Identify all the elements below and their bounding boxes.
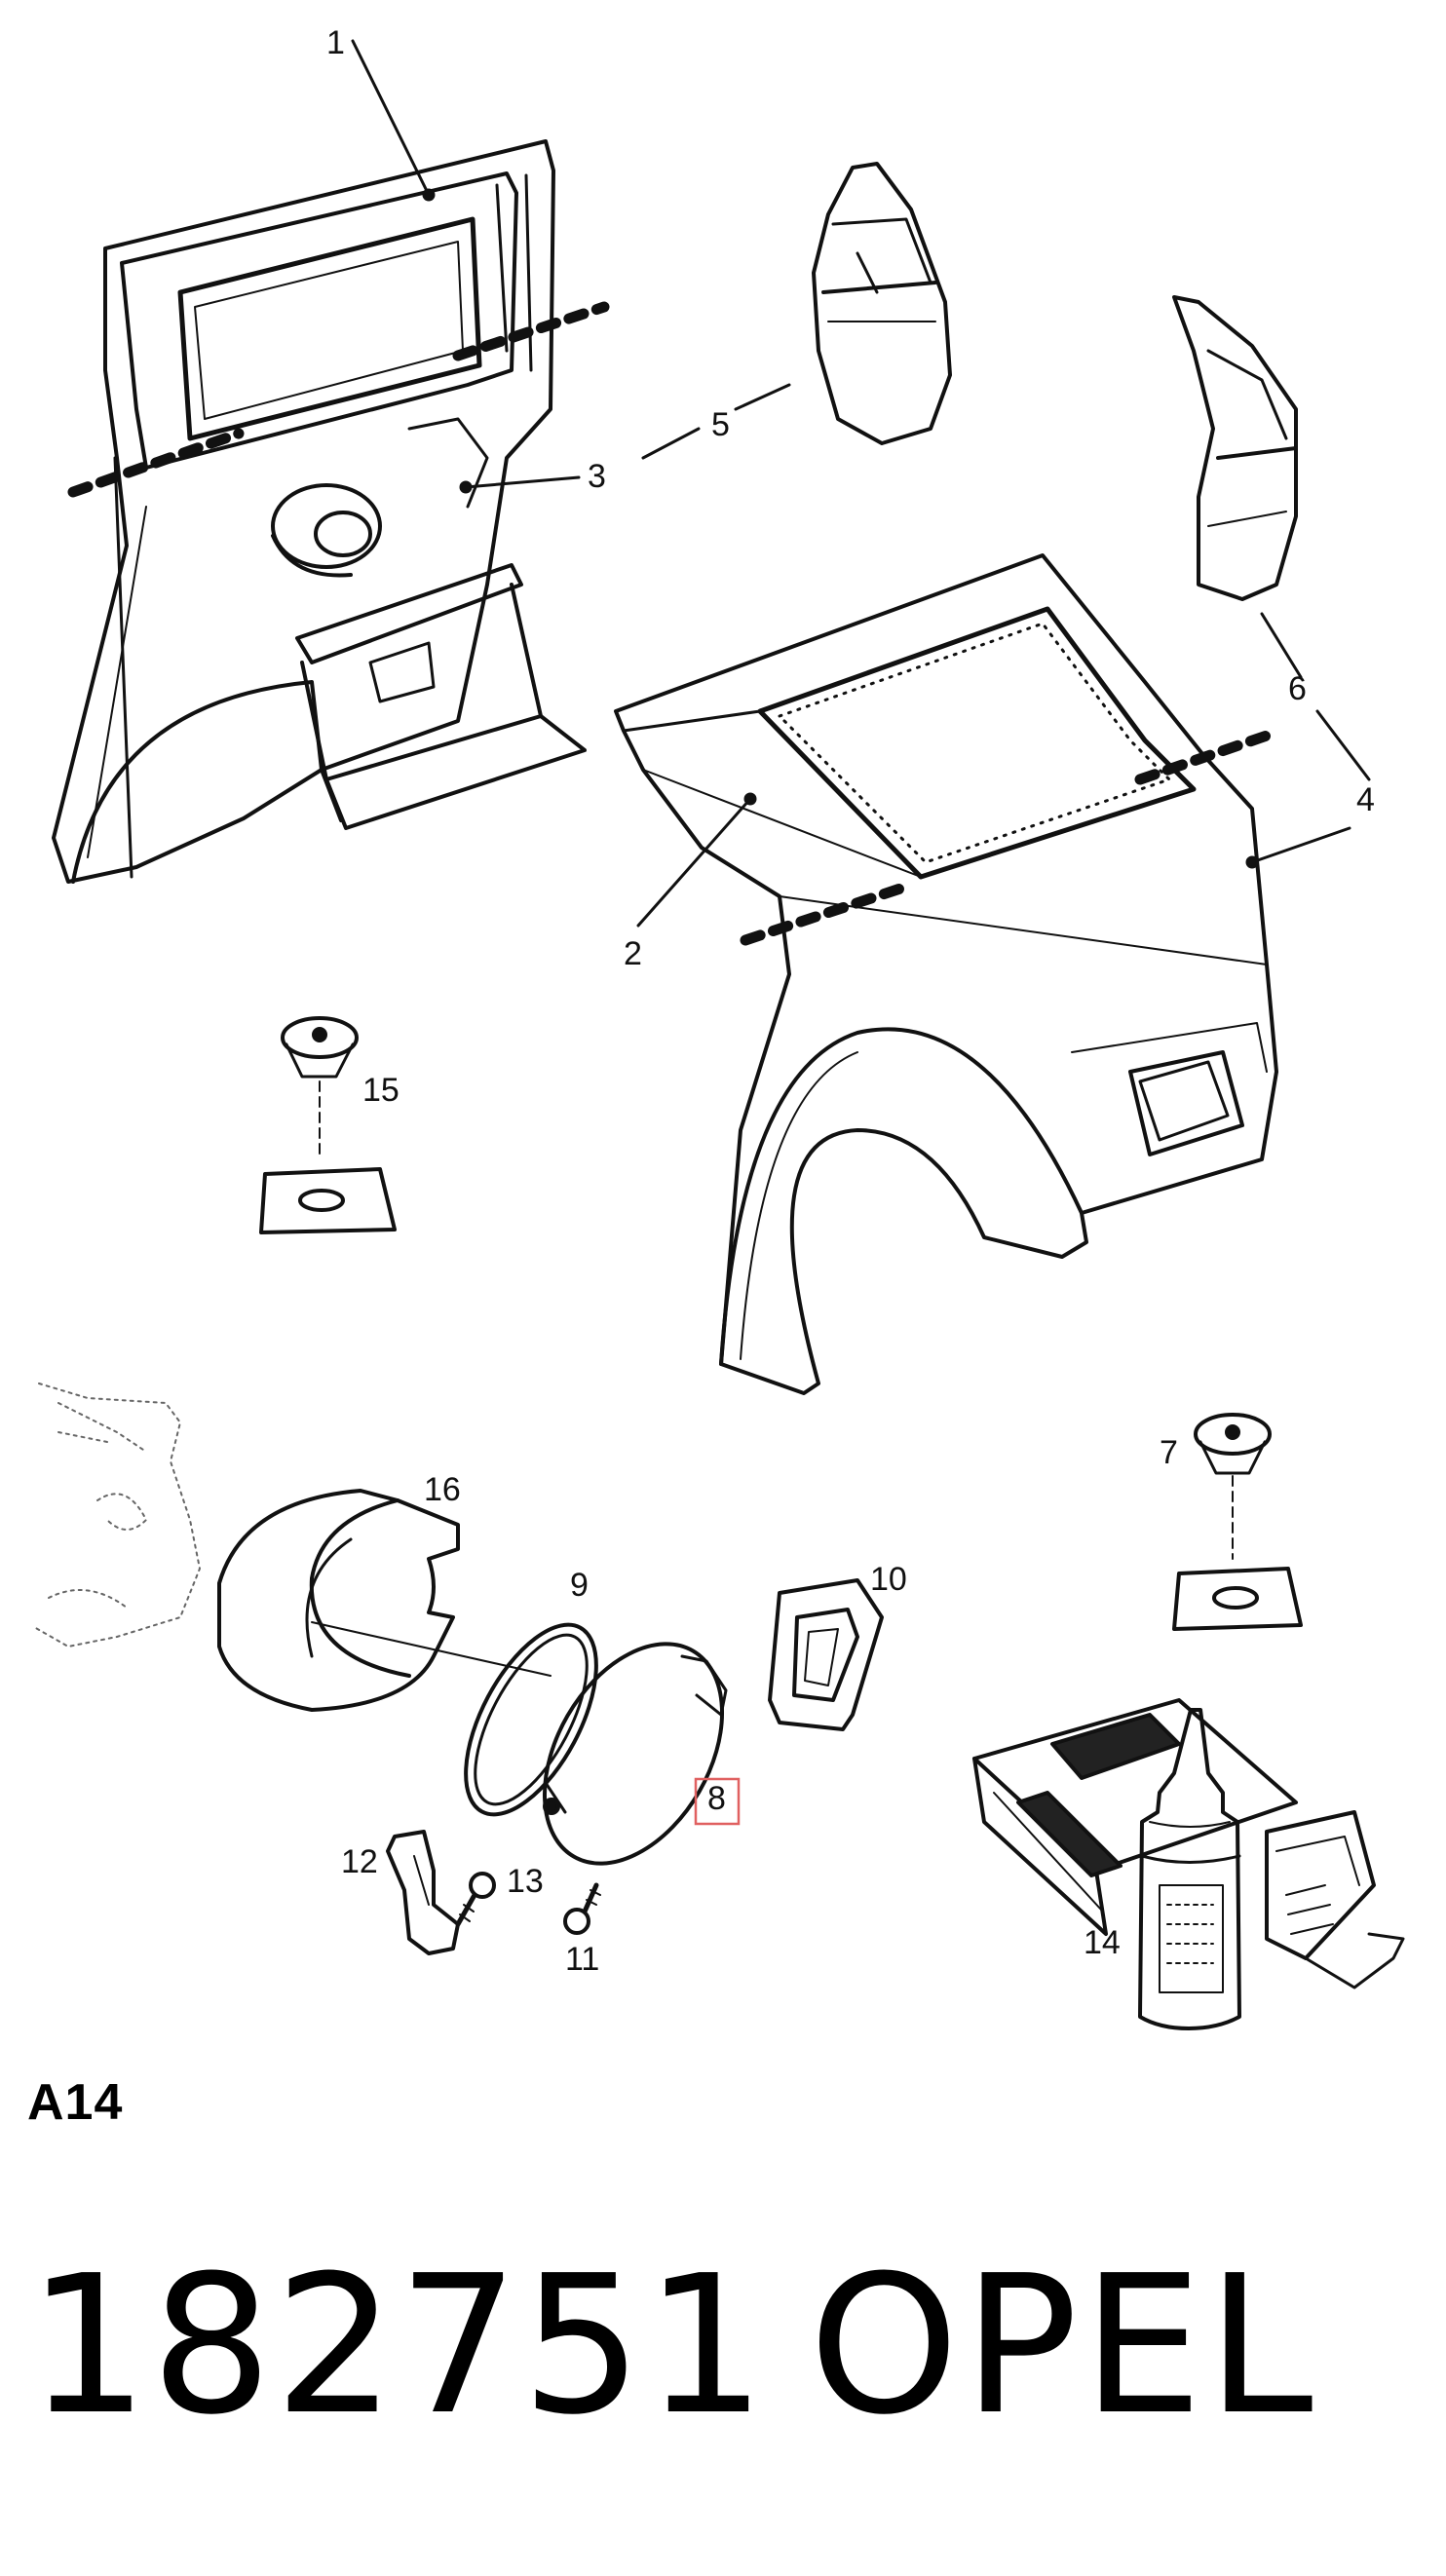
callout-3: 3 [588, 458, 606, 495]
callout-2: 2 [624, 935, 642, 972]
clip-fastener [259, 1016, 397, 1234]
callout-4: 4 [1356, 781, 1375, 818]
callouts: 1 2 3 4 5 6 7 8 9 10 11 12 13 14 15 16 [326, 24, 1375, 1978]
hinge-bracket [386, 1830, 460, 1955]
screw [563, 1882, 601, 1935]
callout-12: 12 [341, 1843, 378, 1880]
callout-13: 13 [507, 1863, 544, 1900]
context-outline [33, 1383, 201, 1648]
callout-14: 14 [1084, 1924, 1121, 1961]
leader-lines [351, 39, 1371, 928]
callout-11: 11 [565, 1941, 599, 1978]
callout-15: 15 [362, 1072, 400, 1109]
part-number: 182751 [27, 2235, 769, 2457]
inner-quarter-panel [52, 139, 587, 884]
sealing-ring [464, 1622, 598, 1817]
section-reference: A14 [27, 2074, 124, 2131]
outer-quarter-panel [614, 553, 1278, 1395]
brand-name: OPEL [809, 2235, 1317, 2457]
seal-frame [768, 1578, 884, 1731]
cut-line [67, 301, 610, 498]
callout-1: 1 [326, 24, 345, 61]
callout-6: 6 [1288, 670, 1307, 707]
callout-10: 10 [870, 1561, 907, 1598]
callout-16: 16 [424, 1471, 461, 1508]
callout-7: 7 [1160, 1434, 1178, 1471]
rear-pillar-section [1172, 295, 1298, 601]
fuel-flap-cover [542, 1642, 728, 1866]
adhesive-kit [972, 1698, 1405, 2030]
callout-9: 9 [570, 1567, 589, 1604]
screw [455, 1872, 496, 1927]
cut-line [740, 730, 1273, 946]
c-pillar-section [812, 162, 952, 445]
clip-fastener [1172, 1413, 1303, 1631]
highlight-box [694, 1777, 741, 1826]
callout-5: 5 [711, 406, 730, 443]
fuel-filler-housing [217, 1489, 552, 1712]
callout-8: 8 [707, 1780, 726, 1817]
